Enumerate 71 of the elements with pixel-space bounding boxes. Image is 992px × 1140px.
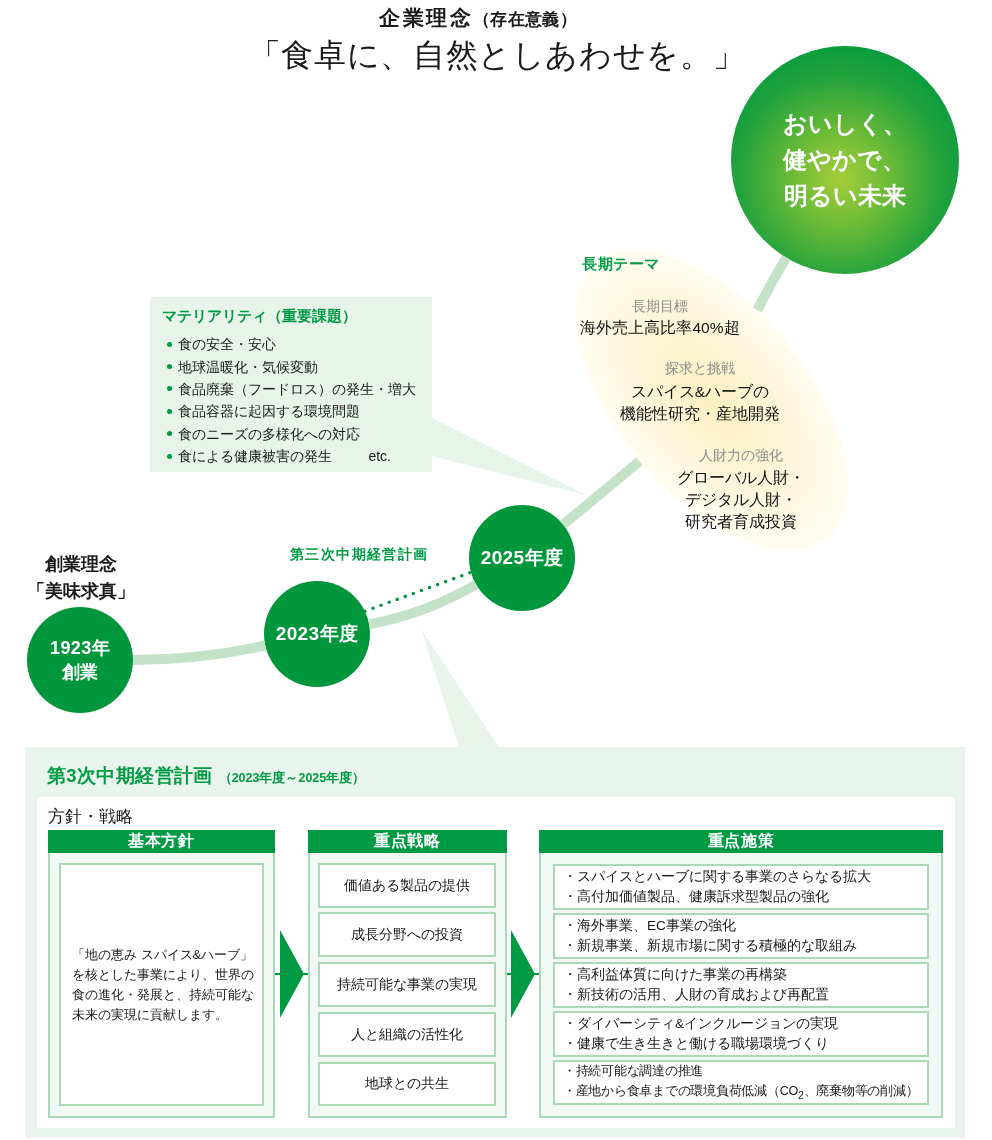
column-header: 重点施策: [539, 830, 943, 853]
strategy-box: [318, 1012, 496, 1057]
measure-text: ・高利益体質に向けた事業の再構築: [563, 966, 787, 984]
theme-text: 海外売上高比率40%超: [580, 318, 740, 338]
measure-box: [553, 1011, 929, 1057]
list-item-text: 食品容器に起因する環境問題: [178, 402, 360, 422]
measure-box: [553, 962, 929, 1008]
column-header: 重点戦略: [308, 830, 507, 853]
column-panel: [539, 830, 943, 1118]
title-text: 「食卓に、自然としあわせを。」: [248, 36, 746, 75]
chevron-arrow: [506, 930, 540, 1018]
theme-text: スパイス&ハーブの機能性研究・産地開発: [619, 382, 781, 424]
list-item-text: 食による健康被害の発生: [178, 447, 332, 467]
measure-text: ・健康で生き生きと働ける職場環境づくり: [563, 1035, 829, 1053]
year-text: 1923年創業: [49, 636, 111, 684]
column-panel: [308, 830, 507, 1118]
theme-subheading: 長期目標: [632, 298, 688, 316]
measure-box: [553, 913, 929, 959]
list-item-text: 食品廃棄（フードロス）の発生・増大: [178, 379, 416, 399]
theme-subheading: 探求と挑戦: [665, 360, 735, 378]
theme-heading: 長期テーマ: [582, 255, 660, 274]
measure-box: [553, 864, 929, 910]
callout-box: [150, 297, 432, 472]
timeline-line: [752, 255, 791, 313]
measure-text: ・スパイスとハーブに関する事業のさらなる拡大: [563, 868, 871, 886]
statement-box: [59, 863, 264, 1106]
measure-text: ・持続可能な調達の推進: [563, 1062, 704, 1080]
column-panel: [48, 830, 275, 1118]
strategy-text: 地球との共生: [365, 1075, 449, 1093]
caption-text: 「美味求真」: [27, 580, 135, 603]
measure-text: ・ダイバーシティ&インクルージョンの実現: [563, 1015, 838, 1033]
measure-text: ・新技術の活用、人財の育成および再配置: [563, 986, 829, 1004]
timeline-line: [132, 640, 267, 665]
dotted-line: [363, 570, 473, 613]
measure-text: ・海外事業、EC事業の強化: [563, 917, 736, 935]
plan-period: （2023年度～2025年度）: [218, 770, 366, 787]
heading-text: 企業理念: [379, 5, 474, 31]
theme-text: グローバル人財・デジタル人財・研究者育成投資: [676, 468, 806, 532]
measure-text: ・産地から食卓までの環境負荷低減（CO$_{2}$、廃棄物等の削減）: [563, 1082, 919, 1103]
strategy-text: 持続可能な事業の実現: [337, 975, 477, 994]
plan-title: 第3次中期経営計画: [47, 764, 213, 788]
strategy-box: [318, 962, 496, 1007]
callout-heading: マテリアリティ（重要課題）: [162, 306, 357, 326]
column-header: 基本方針: [48, 830, 275, 853]
statement-text: 「地の恵み スパイス&ハーブ」を核とした事業により、世界の食の進化・発展と、持続可能な未来の実現に貢献します。: [72, 945, 254, 1024]
strategy-text: 人と組織の活性化: [351, 1025, 463, 1044]
section-heading: 方針・戦略: [48, 806, 133, 826]
heading-note: （存在意義）: [473, 9, 578, 31]
strategy-text: 成長分野への投資: [351, 925, 463, 944]
measure-text: ・高付加価値製品、健康訴求型製品の強化: [563, 888, 829, 906]
strategy-box: [318, 1062, 496, 1106]
strategy-text: 価値ある製品の提供: [344, 876, 470, 895]
content-panel: [37, 797, 955, 1128]
note-text: etc.: [368, 447, 391, 467]
caption-text: 創業理念: [45, 553, 117, 576]
chevron-arrow: [274, 930, 309, 1018]
strategy-box: [318, 912, 496, 957]
plan-panel: [25, 747, 965, 1138]
vision-text: おいしく、健やかで、明るい未来: [782, 109, 908, 211]
year-text: 2025年度: [479, 546, 565, 571]
strategy-box: [318, 863, 496, 908]
theme-subheading: 人財力の強化: [699, 447, 783, 465]
edge-label: 第三次中期経営計画: [290, 544, 429, 564]
measure-box: [553, 1060, 929, 1105]
timeline-line: [559, 457, 643, 529]
list-item-text: 食のニーズの多様化への対応: [178, 424, 360, 444]
list-item-text: 地球温暖化・気候変動: [178, 357, 318, 377]
year-text: 2023年度: [274, 622, 360, 647]
list-item-text: 食の安全・安心: [178, 335, 276, 355]
timeline-line: [368, 580, 479, 630]
measure-text: ・新規事業、新規市場に関する積極的な取組み: [563, 937, 857, 955]
